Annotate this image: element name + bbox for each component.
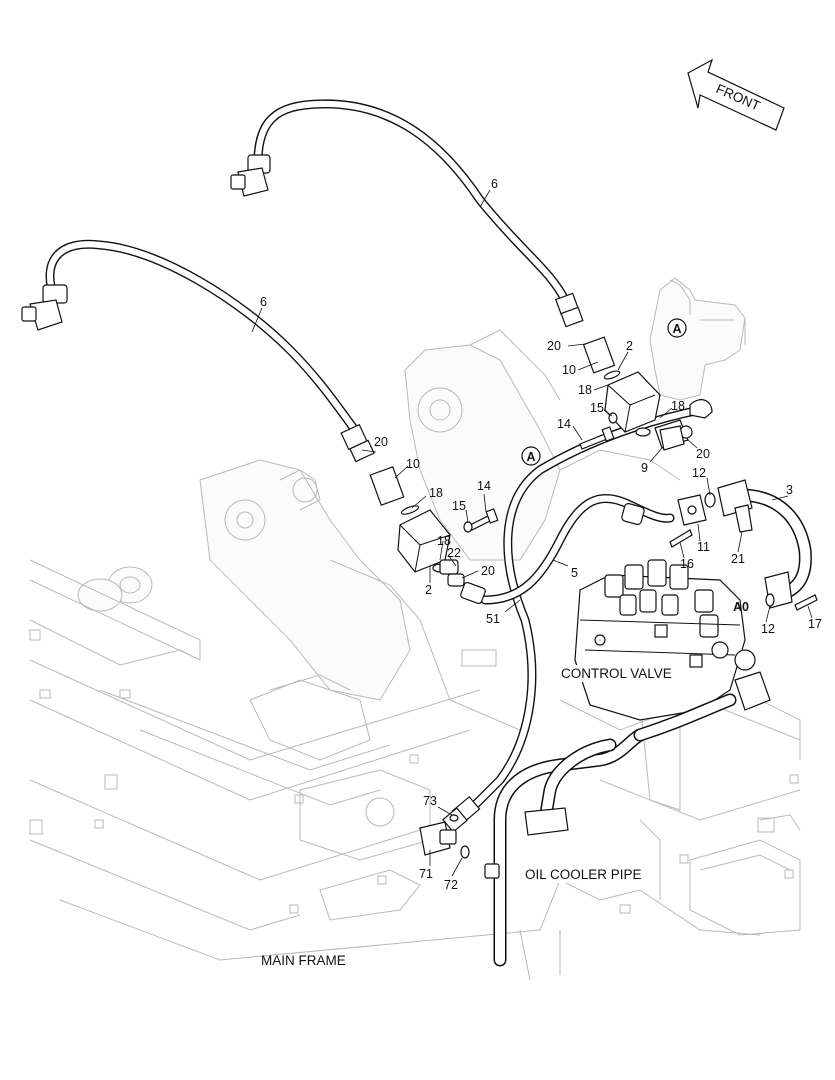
- callout-10-upper: 10: [562, 363, 576, 377]
- callout-14-lower: 14: [477, 479, 491, 493]
- front-direction-arrow: FRONT: [687, 58, 785, 131]
- callout-5: 5: [571, 566, 578, 580]
- oil-cooler-pipe: [484, 671, 771, 967]
- callout-14-upper: 14: [557, 417, 571, 431]
- callout-10-lower: 10: [406, 457, 420, 471]
- callout-16: 16: [680, 557, 694, 571]
- callout-18-bottom: 18: [437, 534, 451, 548]
- callout-11: 11: [697, 540, 710, 554]
- callout-22: 22: [447, 546, 461, 560]
- callout-71: 71: [419, 867, 433, 881]
- callout-2-lower: 2: [425, 583, 432, 597]
- oil-cooler-pipe-label: OIL COOLER PIPE: [525, 867, 642, 882]
- ref-a-mid-label: A: [526, 450, 535, 464]
- callout-18-upper: 18: [578, 383, 592, 397]
- callout-20-bottom: 20: [481, 564, 495, 578]
- ref-a0-label: A0: [733, 600, 749, 614]
- callout-9: 9: [641, 461, 648, 475]
- callout-21: 21: [731, 552, 745, 566]
- ref-marker-a-upper: A: [667, 318, 687, 338]
- hose-6-lower: [21, 239, 375, 463]
- callout-51: 51: [486, 612, 500, 626]
- callout-20-upper: 20: [547, 339, 561, 353]
- callout-20-right: 20: [696, 447, 710, 461]
- hose-6-upper: [230, 99, 584, 328]
- callout-2-upper: 2: [626, 339, 633, 353]
- callout-12-upper: 12: [692, 466, 706, 480]
- callout-numbers: 6 6 2 20 10 18 15 14 18 20 9 12 3 20 10 …: [260, 177, 822, 892]
- callout-15-lower: 15: [452, 499, 466, 513]
- main-frame-label: MAIN FRAME: [261, 953, 346, 968]
- callout-6-lower: 6: [260, 295, 267, 309]
- leader-lines: [251, 189, 813, 877]
- control-valve-label: CONTROL VALVE: [561, 666, 672, 681]
- pipe-3: [717, 479, 812, 609]
- bolts-and-fittings: [419, 412, 818, 859]
- control-valve-label-bg: [558, 665, 680, 682]
- callout-73: 73: [423, 794, 437, 808]
- callout-20-left: 20: [374, 435, 388, 449]
- ref-a-upper-label: A: [672, 322, 681, 336]
- control-valve: [574, 559, 756, 721]
- oil-cooler-label-bg: [522, 866, 646, 883]
- callout-6-upper: 6: [491, 177, 498, 191]
- callout-17: 17: [808, 617, 822, 631]
- callout-12-lower: 12: [761, 622, 775, 636]
- valve-block-2-lower: [369, 466, 465, 587]
- callout-3: 3: [786, 483, 793, 497]
- main-frame-drawing: [29, 277, 801, 981]
- callout-15-upper: 15: [590, 401, 604, 415]
- ref-marker-a-mid: A: [521, 446, 541, 466]
- callout-18-lower: 18: [429, 486, 443, 500]
- hose-51: [460, 493, 675, 605]
- callout-18-right: 18: [671, 399, 685, 413]
- callout-72: 72: [444, 878, 458, 892]
